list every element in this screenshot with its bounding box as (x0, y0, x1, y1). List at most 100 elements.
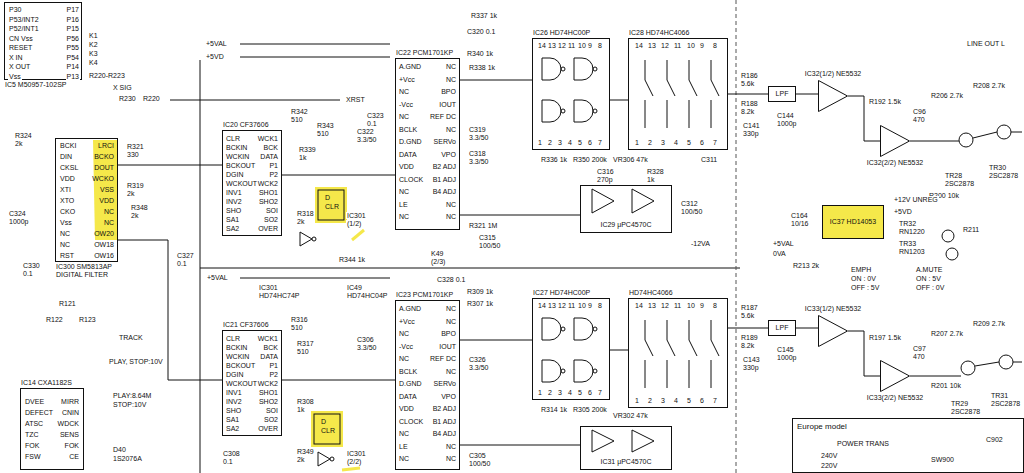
component-label: 10 (686, 42, 696, 49)
component-label: 4 (567, 389, 573, 396)
signal-wire (796, 328, 818, 329)
component-label: DATA (259, 353, 279, 360)
component-label: IC301 (258, 284, 279, 291)
component-label: NC (445, 318, 457, 325)
component-label: 5.6k (740, 80, 755, 87)
component-label: POWER TRANS (836, 440, 890, 447)
component-label: DOUT (93, 164, 115, 171)
nand-gate-symbol (574, 100, 593, 122)
component-label: CLR (225, 335, 241, 342)
nand-gate-symbol (561, 327, 565, 331)
component-label: 9 (587, 302, 593, 309)
component-label: BCLK (398, 126, 418, 133)
component-label: 14 (634, 42, 644, 49)
nand-gate-symbol (561, 369, 565, 373)
component-label: 5 (577, 139, 583, 146)
component-label: R308 (296, 398, 315, 405)
component-label: B1 ADJ (432, 418, 457, 425)
signal-wire (796, 94, 818, 95)
component-label: 510 (296, 348, 310, 355)
component-label: WCK1 (257, 335, 279, 342)
component-label: WCKIN (225, 353, 250, 360)
component-label: 470 (912, 116, 926, 123)
component-label: 9 (587, 42, 593, 49)
component-label: NC (103, 219, 115, 226)
component-label: D.GND (398, 380, 423, 387)
text-holder: IC27 HD74HC00P (533, 289, 590, 297)
component-label: VDD (398, 405, 415, 412)
part-label: IC26 HD74HC00P (533, 29, 590, 37)
component-label: P2 (268, 171, 279, 178)
highlight-marker (311, 411, 343, 447)
component-label: R206 2.7k (930, 92, 964, 99)
component-label: P15 (66, 25, 80, 32)
component-label: IOUT (438, 101, 457, 108)
component-label: TR31 (990, 392, 1009, 399)
component-label: 1k (298, 154, 307, 161)
component-label: 2k (296, 218, 305, 225)
component-label: NC (59, 241, 71, 248)
part-label: IC32(1/2) NE5532 (805, 70, 861, 78)
component-label: R305 200k (572, 406, 608, 413)
component-label: IC301 (346, 212, 367, 219)
component-label: 13 (547, 302, 557, 309)
highlight-marker (93, 140, 117, 240)
component-label: RST (59, 252, 75, 259)
component-label: HD74HC04P (346, 292, 388, 299)
component-label: RN1203 (898, 248, 926, 255)
part-label: LPF (769, 90, 795, 98)
component-label: 11 (673, 302, 682, 309)
component-label: OVER (257, 225, 279, 232)
component-label: WCK1 (257, 135, 279, 142)
component-label: R317 (296, 340, 315, 347)
component-label: R186 (740, 72, 759, 79)
component-label: C326 (468, 356, 487, 363)
component-label: ATSC (24, 420, 44, 427)
component-label: CLR (320, 427, 336, 434)
component-label: NC (445, 63, 457, 70)
component-label: 470 (912, 353, 926, 360)
component-label: PLAY, STOP:10V (108, 358, 164, 365)
part-label: IC23 PCM1701KP (396, 291, 453, 299)
text-holder: IC23 PCM1701KP (396, 291, 453, 299)
component-label: R350 200k (572, 156, 608, 163)
component-label: A.GND (398, 63, 422, 70)
component-label: 2 (547, 139, 553, 146)
text-holder: IC29 μPC4570C (581, 221, 671, 229)
component-label: 2 (547, 389, 553, 396)
signal-wire (610, 350, 628, 351)
component-label: IOUT (438, 343, 457, 350)
component-label: 2 (647, 139, 653, 146)
component-label: LE (398, 443, 409, 450)
component-label: C145 (776, 346, 795, 353)
component-label: 5.6k (740, 312, 755, 319)
component-label: R336 1k (540, 156, 568, 163)
component-label: 240V (820, 452, 838, 459)
component-label: NC (59, 230, 71, 237)
component-label: 7 (597, 389, 603, 396)
component-label: VPO (440, 151, 457, 158)
component-label: R321 1M (468, 222, 498, 229)
component-label: 2k (296, 456, 305, 463)
signal-wire (282, 380, 395, 381)
component-label: SHO (225, 207, 242, 214)
component-label: INV1 (225, 189, 243, 196)
op-amp-symbol: IC32(1/2) NE5532 (818, 80, 848, 112)
text-holder: IC37 HD14053 (823, 218, 883, 226)
component-label: CLOCK (398, 176, 424, 183)
component-label: 7 (712, 397, 718, 404)
component-label: CE (68, 453, 80, 460)
component-label: 3.3/50 (468, 134, 489, 141)
component-label: R318 (296, 210, 315, 217)
component-label: TR28 (944, 172, 963, 179)
component-label: TR33 (898, 240, 917, 247)
component-label: 1000p (776, 120, 797, 127)
component-label: FOK (24, 442, 40, 449)
flip-flop-symbol (300, 232, 312, 246)
component-label: 13 (647, 302, 657, 309)
nand-gate-symbol (593, 327, 597, 331)
component-label: C312 (680, 200, 699, 207)
component-label: NC (445, 305, 457, 312)
component-label: +5VAL (772, 240, 795, 247)
component-label: 1000p (8, 218, 29, 225)
